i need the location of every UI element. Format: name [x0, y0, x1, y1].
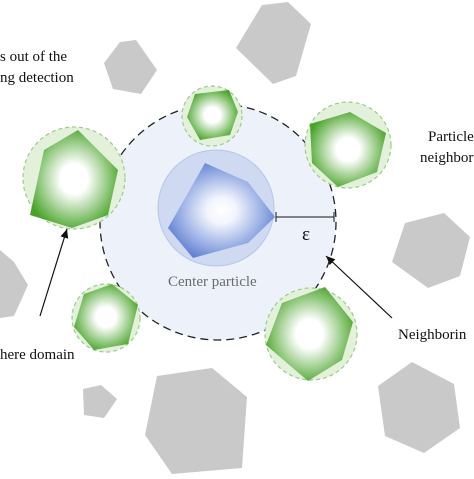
- gray-particle-right: [392, 213, 470, 288]
- center-polygon-icon: [168, 163, 275, 258]
- label-center-particle: Center particle: [168, 274, 257, 290]
- gray-particle-bottom-left: [83, 385, 117, 418]
- gray-particle-bottom-center: [145, 368, 247, 474]
- gray-particle-bottom-right: [378, 362, 460, 453]
- label-sphere-domain: here domain: [0, 347, 75, 363]
- neighbor-particle-top: [181, 85, 243, 147]
- label-neighboring: Neighborin: [398, 327, 467, 343]
- label-top-left-line1: s out of the: [0, 49, 67, 65]
- arrow-sphere-domain: [39, 228, 69, 317]
- epsilon-label: ε: [302, 224, 310, 245]
- neighbor-particle-bottom-left: [71, 283, 141, 353]
- label-top-right-line2: neighbor: [420, 150, 473, 166]
- gray-particle-left: [0, 250, 28, 318]
- label-top-left-line2: ng detection: [0, 70, 74, 86]
- gray-particles: [0, 2, 470, 474]
- epsilon-marker: ε: [275, 212, 335, 245]
- arrow-neighboring: [325, 255, 393, 319]
- gray-particle-top-right: [236, 2, 311, 84]
- neighbor-particle-right: [304, 101, 392, 189]
- label-top-right-line1: Particle: [428, 129, 474, 145]
- center-particle: [157, 149, 275, 267]
- neighbor-particle-left: [22, 126, 126, 230]
- neighbor-particle-bottom-right: [264, 287, 358, 381]
- gray-particle-top-left: [104, 40, 157, 94]
- neighbor-particles: [22, 85, 392, 381]
